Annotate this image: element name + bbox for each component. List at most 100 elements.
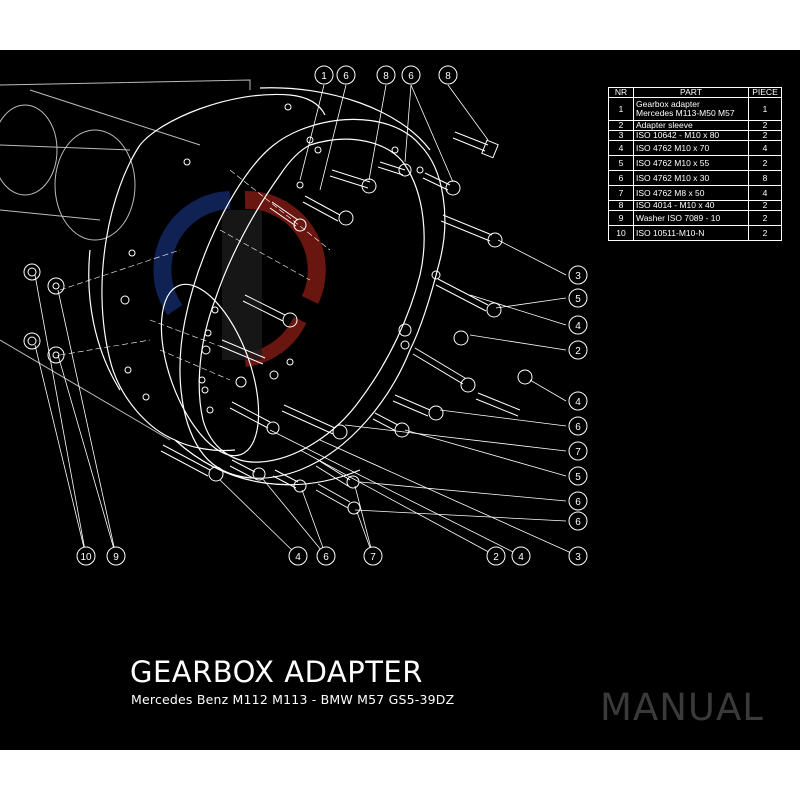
callout: 6 (401, 65, 421, 85)
svg-text:4: 4 (295, 552, 301, 563)
svg-text:3: 3 (575, 271, 581, 282)
plate-holes (120, 103, 441, 414)
row-piece: 4 (748, 185, 782, 201)
row-part: ISO 4762 M8 x 50 (633, 185, 749, 201)
table-row: 9 Washer ISO 7089 - 10 2 (608, 210, 782, 226)
manual-watermark: MANUAL (600, 686, 764, 729)
row-piece: 8 (748, 170, 782, 186)
callout: 7 (363, 546, 383, 566)
washers-nuts (23, 263, 65, 364)
svg-text:4: 4 (518, 552, 524, 563)
row-piece: 2 (748, 225, 782, 241)
header-piece: PIECE (748, 87, 782, 98)
svg-text:8: 8 (445, 71, 451, 82)
table-row: 5 ISO 4762 M10 x 55 2 (608, 155, 782, 171)
table-row: 7 ISO 4762 M8 x 50 4 (608, 185, 782, 201)
svg-text:7: 7 (370, 552, 376, 563)
svg-text:6: 6 (575, 497, 581, 508)
header-nr: NR (608, 87, 634, 98)
svg-text:6: 6 (323, 552, 329, 563)
callout: 8 (438, 65, 458, 85)
callout: 5 (568, 466, 588, 486)
callout: 4 (288, 546, 308, 566)
gearbox-housing (88, 87, 431, 452)
row-nr: 2 (608, 120, 634, 131)
header-part: PART (633, 87, 749, 98)
svg-text:5: 5 (575, 472, 581, 483)
callout: 6 (568, 416, 588, 436)
svg-text:2: 2 (575, 346, 581, 357)
callout: 4 (511, 546, 531, 566)
callouts-right: 3 5 4 2 4 6 7 5 6 6 (568, 265, 588, 531)
svg-text:10: 10 (80, 552, 92, 563)
row-nr: 10 (608, 225, 634, 241)
callout: 5 (568, 288, 588, 308)
row-part: ISO 4762 M10 x 70 (633, 140, 749, 156)
svg-text:5: 5 (575, 294, 581, 305)
callout: 7 (568, 441, 588, 461)
leader-lines (34, 84, 579, 557)
svg-text:9: 9 (113, 552, 119, 563)
callout: 1 (314, 65, 334, 85)
drawing-panel: 1 6 8 6 8 3 5 4 2 4 6 7 5 6 6 10 9 4 6 7… (0, 50, 800, 750)
row-part: ISO 4014 - M10 x 40 (633, 200, 749, 211)
svg-text:4: 4 (575, 321, 581, 332)
callouts-top: 1 6 8 6 8 (314, 65, 458, 85)
document-subtitle: Mercedes Benz M112 M113 - BMW M57 GS5-39… (131, 692, 455, 707)
row-piece: 2 (748, 200, 782, 211)
callout: 2 (568, 340, 588, 360)
row-part: Washer ISO 7089 - 10 (633, 210, 749, 226)
table-row: 4 ISO 4762 M10 x 70 4 (608, 140, 782, 156)
callout: 3 (568, 265, 588, 285)
svg-text:3: 3 (575, 552, 581, 563)
table-row: 3 ISO 10642 - M10 x 80 2 (608, 130, 782, 141)
row-nr: 5 (608, 155, 634, 171)
row-part: ISO 4762 M10 x 30 (633, 170, 749, 186)
svg-text:6: 6 (343, 71, 349, 82)
row-nr: 9 (608, 210, 634, 226)
parts-table-header: NR PART PIECE (608, 87, 782, 98)
row-piece: 2 (748, 155, 782, 171)
callout: 9 (106, 546, 126, 566)
row-nr: 7 (608, 185, 634, 201)
callout: 8 (376, 65, 396, 85)
row-part: ISO 10511-M10-N (633, 225, 749, 241)
callouts-bottom: 10 9 4 6 7 2 4 3 (76, 546, 588, 566)
row-nr: 6 (608, 170, 634, 186)
svg-text:6: 6 (575, 517, 581, 528)
center-lines (59, 169, 331, 381)
row-piece: 2 (748, 130, 782, 141)
svg-text:8: 8 (383, 71, 389, 82)
table-row: 6 ISO 4762 M10 x 30 8 (608, 170, 782, 186)
row-nr: 1 (608, 97, 634, 121)
callout: 6 (568, 511, 588, 531)
svg-text:4: 4 (575, 397, 581, 408)
svg-text:2: 2 (493, 552, 499, 563)
row-piece: 2 (748, 120, 782, 131)
svg-text:6: 6 (575, 422, 581, 433)
row-nr: 4 (608, 140, 634, 156)
callout: 10 (76, 546, 96, 566)
callout: 6 (336, 65, 356, 85)
table-row: 10 ISO 10511-M10-N 2 (608, 225, 782, 241)
row-piece: 2 (748, 210, 782, 226)
row-part: ISO 4762 M10 x 55 (633, 155, 749, 171)
row-part: Adapter sleeve (633, 120, 749, 131)
part-line: Mercedes M113-M50 M57 (636, 108, 735, 118)
svg-text:1: 1 (321, 71, 327, 82)
table-row: 2 Adapter sleeve 2 (608, 120, 782, 131)
callout: 2 (486, 546, 506, 566)
row-nr: 8 (608, 200, 634, 211)
callout: 4 (568, 391, 588, 411)
engine-block (0, 79, 251, 441)
callout: 3 (568, 546, 588, 566)
svg-text:6: 6 (408, 71, 414, 82)
exploded-assembly-drawing: 1 6 8 6 8 3 5 4 2 4 6 7 5 6 6 10 9 4 6 7… (0, 65, 588, 566)
bolts (160, 131, 533, 515)
row-piece: 1 (748, 97, 782, 121)
row-nr: 3 (608, 130, 634, 141)
adapter-plate (160, 118, 446, 486)
